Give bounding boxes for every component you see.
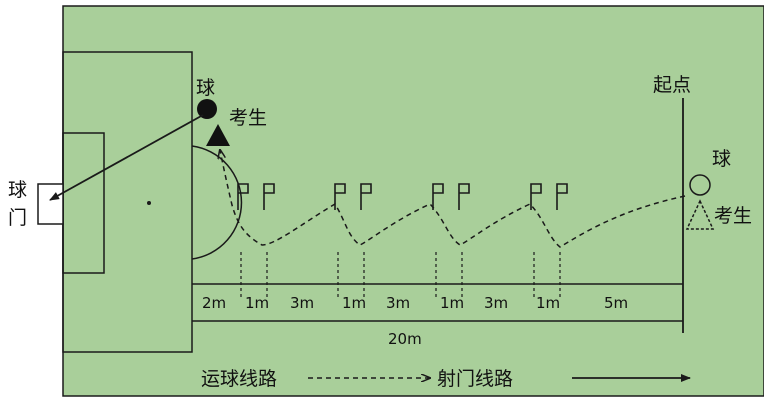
segment-label: 3m <box>290 294 314 312</box>
flag-icon <box>458 183 470 210</box>
shot-route-line <box>49 114 204 201</box>
segment-label: 3m <box>386 294 410 312</box>
flag-icon <box>556 183 568 210</box>
segment-label: 1m <box>536 294 560 312</box>
flag-pair-4 <box>530 183 568 210</box>
field <box>62 5 764 397</box>
examinee-label-top: 考生 <box>229 107 267 129</box>
goal-icon <box>37 183 64 225</box>
flag-icon <box>334 183 346 210</box>
total-distance-label: 20m <box>388 330 422 348</box>
flag-icon <box>432 183 444 210</box>
flag-icon <box>360 183 372 210</box>
examinee-icon <box>206 124 230 146</box>
flag-extension-lines <box>240 252 561 300</box>
legend-dribble-label: 运球线路 <box>201 368 277 390</box>
segment-label: 1m <box>342 294 366 312</box>
segment-label: 1m <box>440 294 464 312</box>
segment-label: 3m <box>484 294 508 312</box>
start-ball-icon <box>689 174 711 196</box>
segment-labels: 2m 1m 3m 1m 3m 1m 3m 1m 5m <box>202 294 628 312</box>
ball-icon <box>197 99 217 119</box>
start-point-label: 起点 <box>653 74 691 96</box>
segment-label: 2m <box>202 294 226 312</box>
flag-icon <box>237 183 249 210</box>
flag-pair-3 <box>432 183 470 210</box>
ball-label-right: 球 <box>712 148 731 170</box>
penalty-spot <box>147 201 151 205</box>
dribble-route-line <box>220 150 686 248</box>
legend: 运球线路 射门线路 <box>201 368 691 390</box>
segment-label: 1m <box>245 294 269 312</box>
goal-label-char2: 门 <box>8 207 27 229</box>
legend-shot-label: 射门线路 <box>437 368 513 390</box>
ball-label-top: 球 <box>196 77 215 99</box>
start-examinee-icon <box>685 199 715 230</box>
flag-pair-1 <box>237 183 275 210</box>
examinee-label-right: 考生 <box>714 205 752 227</box>
flag-icon <box>530 183 542 210</box>
segment-label: 5m <box>604 294 628 312</box>
flag-pair-2 <box>334 183 372 210</box>
penalty-arc <box>191 145 243 260</box>
goal-label-char1: 球 <box>8 179 27 201</box>
flag-icon <box>263 183 275 210</box>
